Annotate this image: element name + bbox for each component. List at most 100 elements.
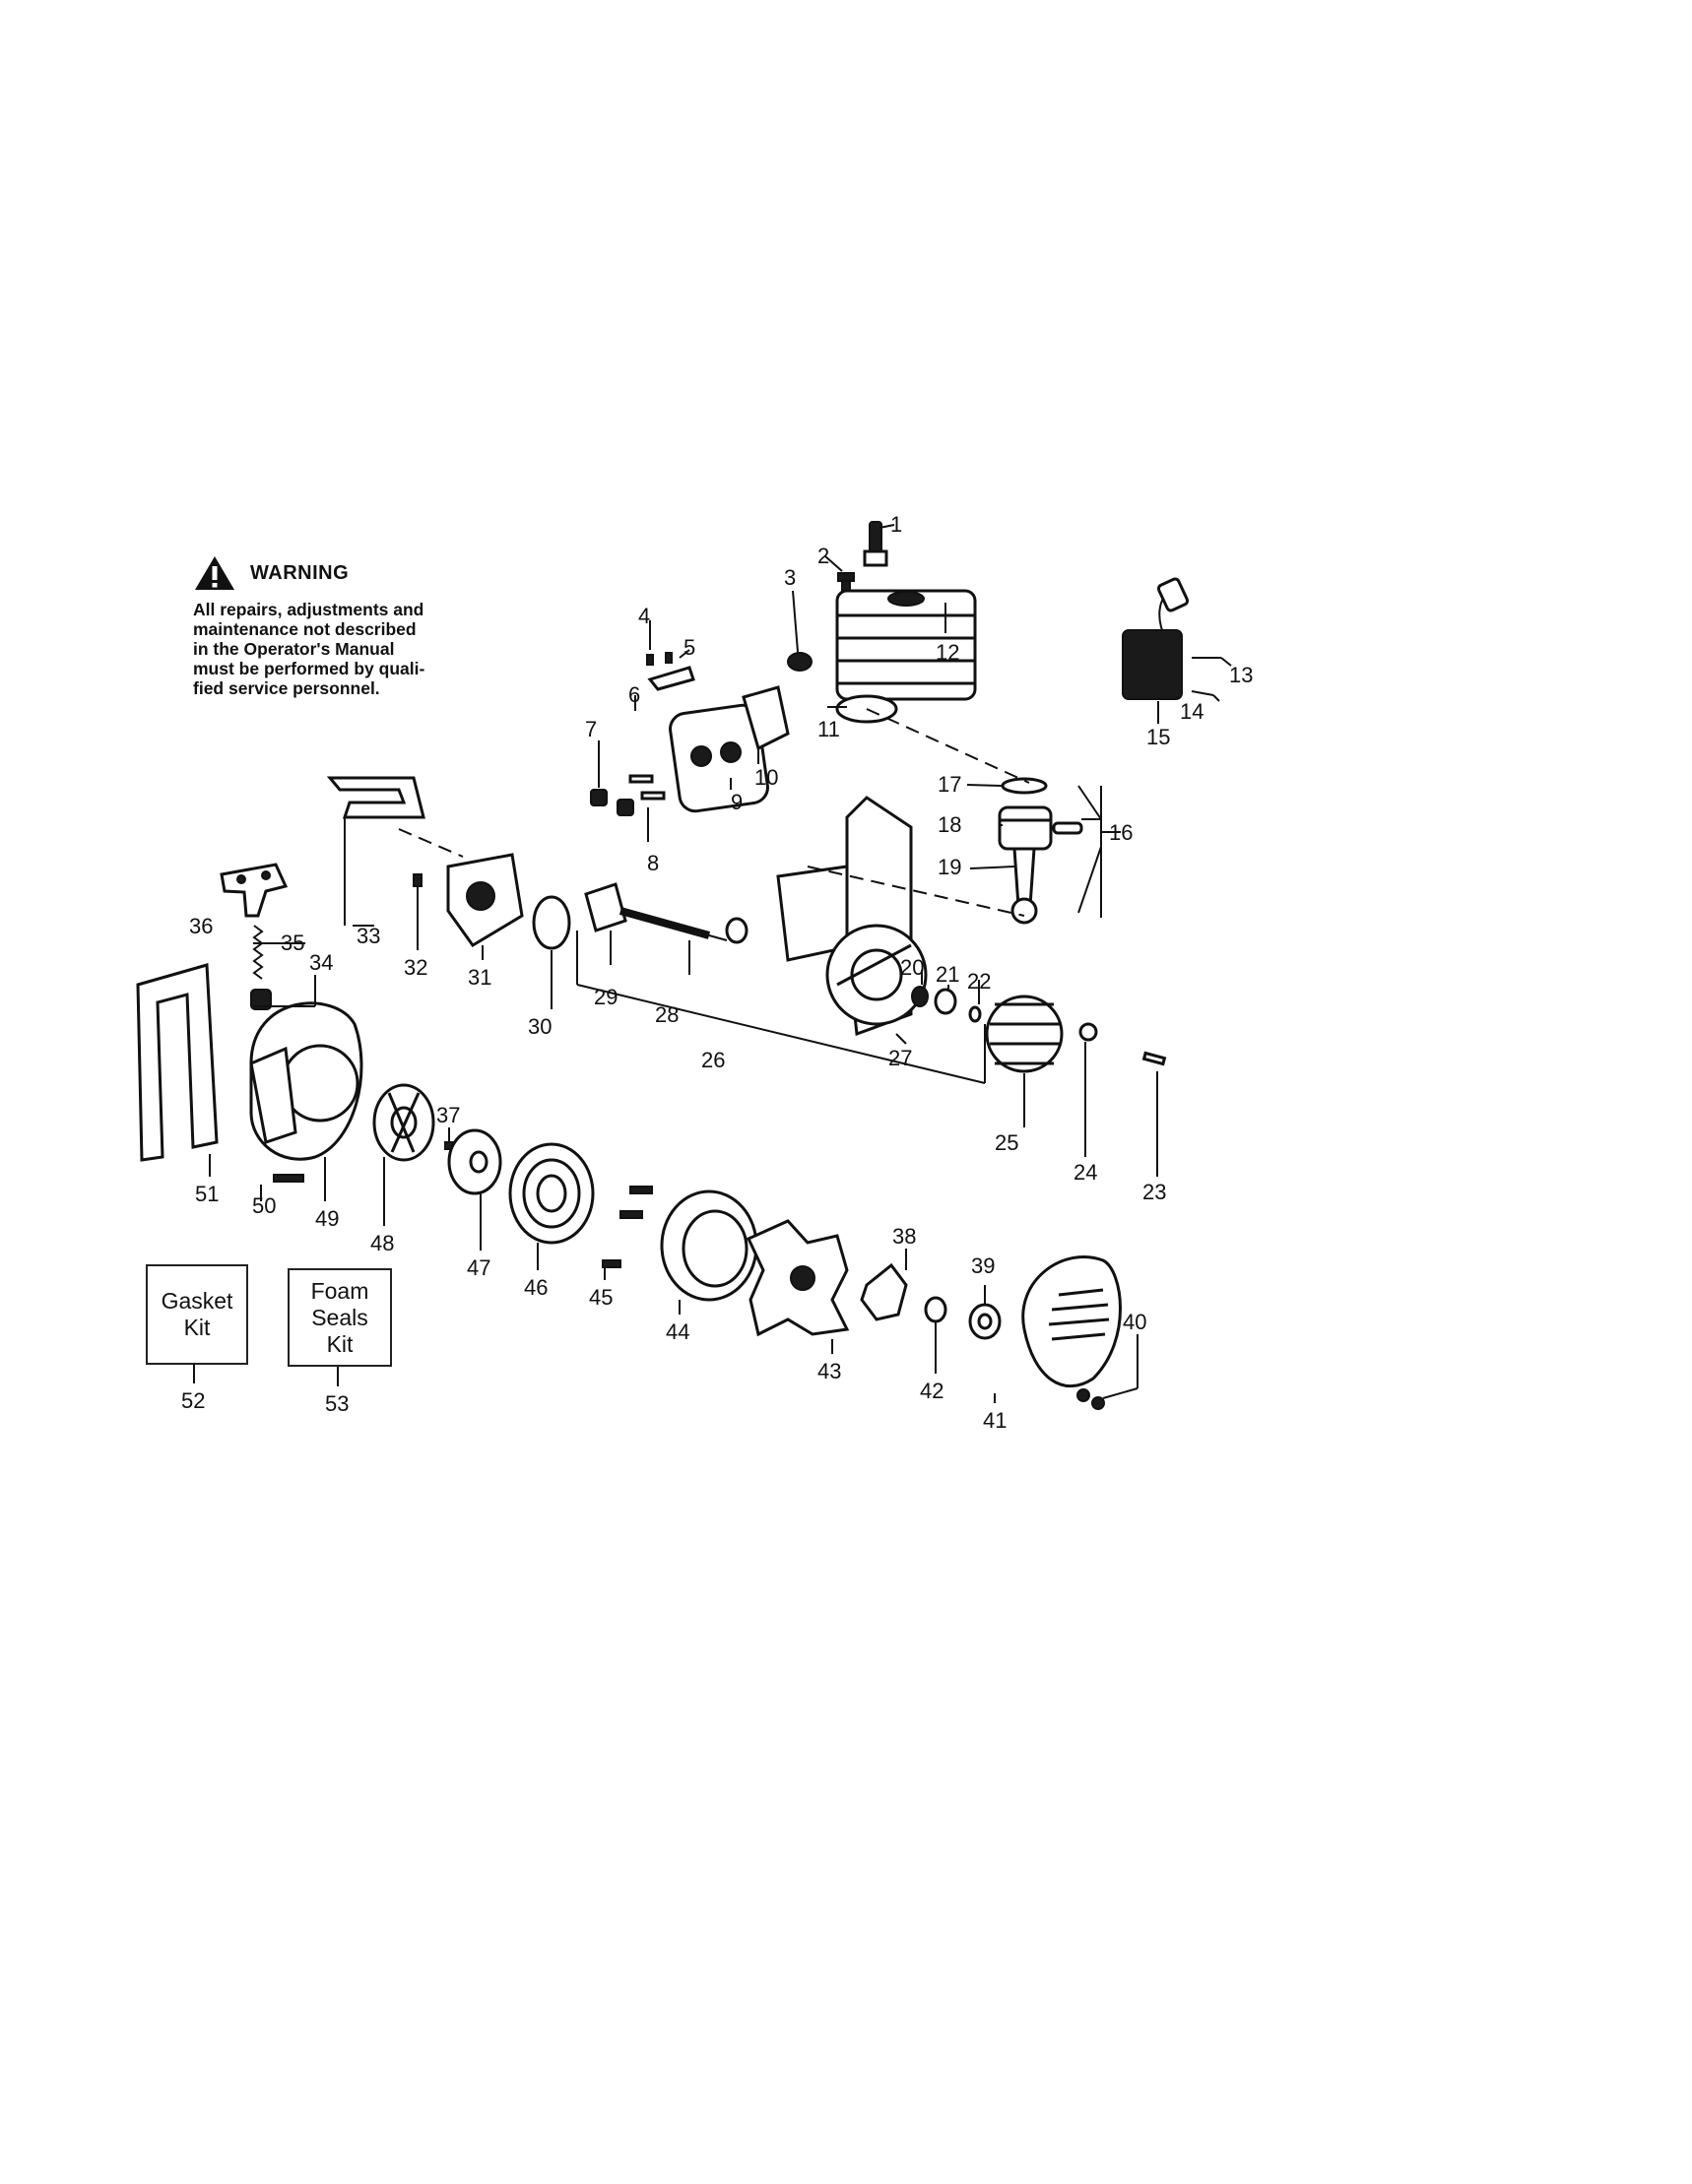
callout-49: 49 — [315, 1206, 339, 1231]
foam-kit-label-line: Seals — [311, 1304, 368, 1330]
callout-52: 52 — [181, 1388, 205, 1413]
warning-text: All repairs, adjustments and maintenance… — [193, 600, 488, 698]
part-ignition-module — [1122, 577, 1221, 700]
part-clip-ring — [968, 1005, 982, 1023]
part-muffler-shield — [742, 685, 790, 751]
gasket-kit-label-line: Gasket — [161, 1288, 233, 1314]
callout-21: 21 — [936, 962, 959, 987]
assembly-line — [807, 866, 1025, 917]
part-screw — [646, 654, 654, 666]
warning-line: must be performed by quali- — [193, 659, 425, 678]
callout-34: 34 — [309, 950, 333, 975]
part-key — [1141, 1051, 1167, 1066]
warning-line: in the Operator's Manual — [193, 639, 395, 659]
callout-6: 6 — [628, 682, 640, 707]
callout-19: 19 — [938, 855, 961, 879]
part-flywheel-nut — [1078, 1022, 1098, 1042]
part-piston-assembly — [998, 777, 1101, 925]
callout-20: 20 — [900, 955, 924, 980]
callout-3: 3 — [784, 565, 796, 590]
part-hub-plate — [860, 1262, 908, 1321]
part-impeller-ring — [660, 1189, 758, 1302]
part-screws — [602, 1186, 653, 1268]
warning-triangle-icon — [195, 556, 234, 590]
part-washer — [725, 917, 748, 944]
part-bearing — [934, 988, 957, 1015]
callout-1: 1 — [890, 512, 902, 537]
callout-50: 50 — [252, 1193, 276, 1218]
part-spacer — [787, 652, 813, 672]
callout-38: 38 — [892, 1224, 916, 1249]
callout-41: 41 — [983, 1408, 1007, 1433]
foam-kit-label-line: Foam — [310, 1277, 369, 1304]
gasket-kit-label-line: Kit — [183, 1315, 211, 1340]
callout-17: 17 — [938, 772, 961, 797]
gasket-kit-box: Gasket Kit — [146, 1264, 248, 1365]
callout-11: 11 — [817, 717, 840, 741]
callout-13: 13 — [1229, 663, 1253, 687]
part-gasket-frame — [326, 776, 425, 819]
part-impeller-fan — [746, 1219, 850, 1337]
assembly-line — [866, 708, 1030, 784]
part-clip — [647, 666, 695, 691]
part-spring — [252, 925, 264, 980]
part-flywheel — [985, 995, 1064, 1073]
part-muffler-bolts — [590, 774, 666, 816]
callout-46: 46 — [524, 1275, 548, 1300]
part-crankshaft — [584, 882, 728, 941]
callout-4: 4 — [638, 604, 650, 628]
callout-53: 53 — [325, 1391, 349, 1416]
callout-51: 51 — [195, 1182, 219, 1206]
part-washer — [924, 1296, 947, 1323]
callout-14: 14 — [1180, 699, 1204, 724]
callout-32: 32 — [404, 955, 427, 980]
part-washer — [447, 1128, 502, 1195]
callout-2: 2 — [817, 544, 829, 568]
warning-notice: WARNING All repairs, adjustments and mai… — [193, 554, 488, 698]
callout-10: 10 — [754, 765, 778, 790]
callout-25: 25 — [995, 1130, 1018, 1155]
callout-29: 29 — [594, 985, 618, 1009]
callout-18: 18 — [938, 812, 961, 837]
part-carburetor-adapter — [446, 853, 524, 947]
part-spark-plug — [863, 521, 888, 567]
part-muffler — [669, 703, 769, 813]
warning-line: All repairs, adjustments and — [193, 600, 424, 619]
callout-7: 7 — [585, 717, 597, 741]
part-nut — [250, 989, 272, 1010]
callout-9: 9 — [731, 790, 743, 814]
part-screw — [413, 873, 423, 887]
callout-8: 8 — [647, 851, 659, 875]
warning-title: WARNING — [250, 561, 350, 584]
callout-31: 31 — [468, 965, 491, 990]
callout-47: 47 — [467, 1255, 490, 1280]
callout-numbers: 1 2 3 4 5 6 7 8 9 10 11 12 13 14 15 16 1… — [181, 512, 1253, 1433]
part-foam-seal — [136, 963, 219, 1162]
callout-43: 43 — [817, 1359, 841, 1383]
callout-15: 15 — [1146, 725, 1170, 749]
part-primer-bracket — [220, 863, 289, 918]
callout-37: 37 — [436, 1103, 460, 1127]
callout-22: 22 — [967, 969, 991, 994]
part-screw — [273, 1174, 304, 1183]
callout-12: 12 — [936, 640, 959, 665]
part-blower-cover — [1021, 1255, 1122, 1388]
part-blower-housing — [249, 1001, 363, 1161]
part-seal — [911, 986, 929, 1007]
callout-39: 39 — [971, 1253, 995, 1278]
callout-42: 42 — [920, 1379, 944, 1403]
callout-27: 27 — [888, 1046, 912, 1070]
callout-33: 33 — [357, 924, 380, 948]
warning-line: fied service personnel. — [193, 678, 380, 698]
warning-header: WARNING — [193, 554, 488, 592]
part-cylinder — [835, 589, 977, 701]
callout-44: 44 — [666, 1319, 689, 1344]
assembly-line — [398, 828, 464, 858]
part-starter-pulley — [372, 1083, 435, 1162]
leader-lines — [193, 524, 1232, 1403]
callout-30: 30 — [528, 1014, 552, 1039]
callout-16: 16 — [1109, 820, 1133, 845]
callout-48: 48 — [370, 1231, 394, 1255]
warning-line: maintenance not described — [193, 619, 417, 639]
